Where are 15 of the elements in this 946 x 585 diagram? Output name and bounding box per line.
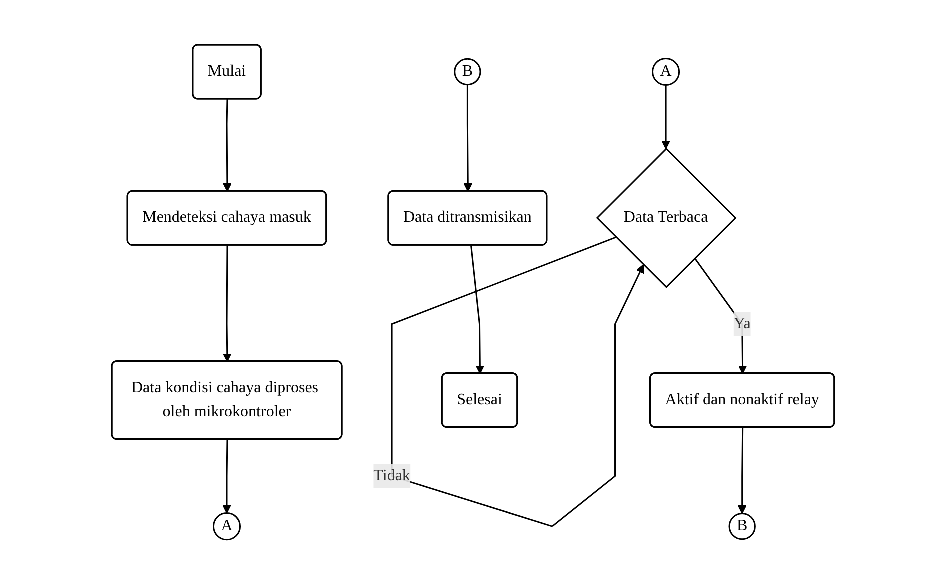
- arrow: [222, 440, 232, 514]
- node-diamond: Data Terbaca: [596, 148, 737, 288]
- node-circle: A: [212, 512, 241, 541]
- arrow: [470, 246, 484, 374]
- edge-label: Ya: [734, 315, 751, 332]
- node-circle: B: [454, 58, 482, 86]
- arrow: [661, 85, 670, 150]
- arrow: [738, 428, 747, 514]
- node-circle: A: [652, 58, 680, 86]
- arrow: [222, 246, 232, 362]
- arrow: [694, 258, 747, 374]
- arrow: [464, 84, 472, 192]
- edge-label: Tidak: [373, 467, 410, 484]
- arrow: [222, 100, 232, 192]
- node-circle: B: [728, 513, 756, 540]
